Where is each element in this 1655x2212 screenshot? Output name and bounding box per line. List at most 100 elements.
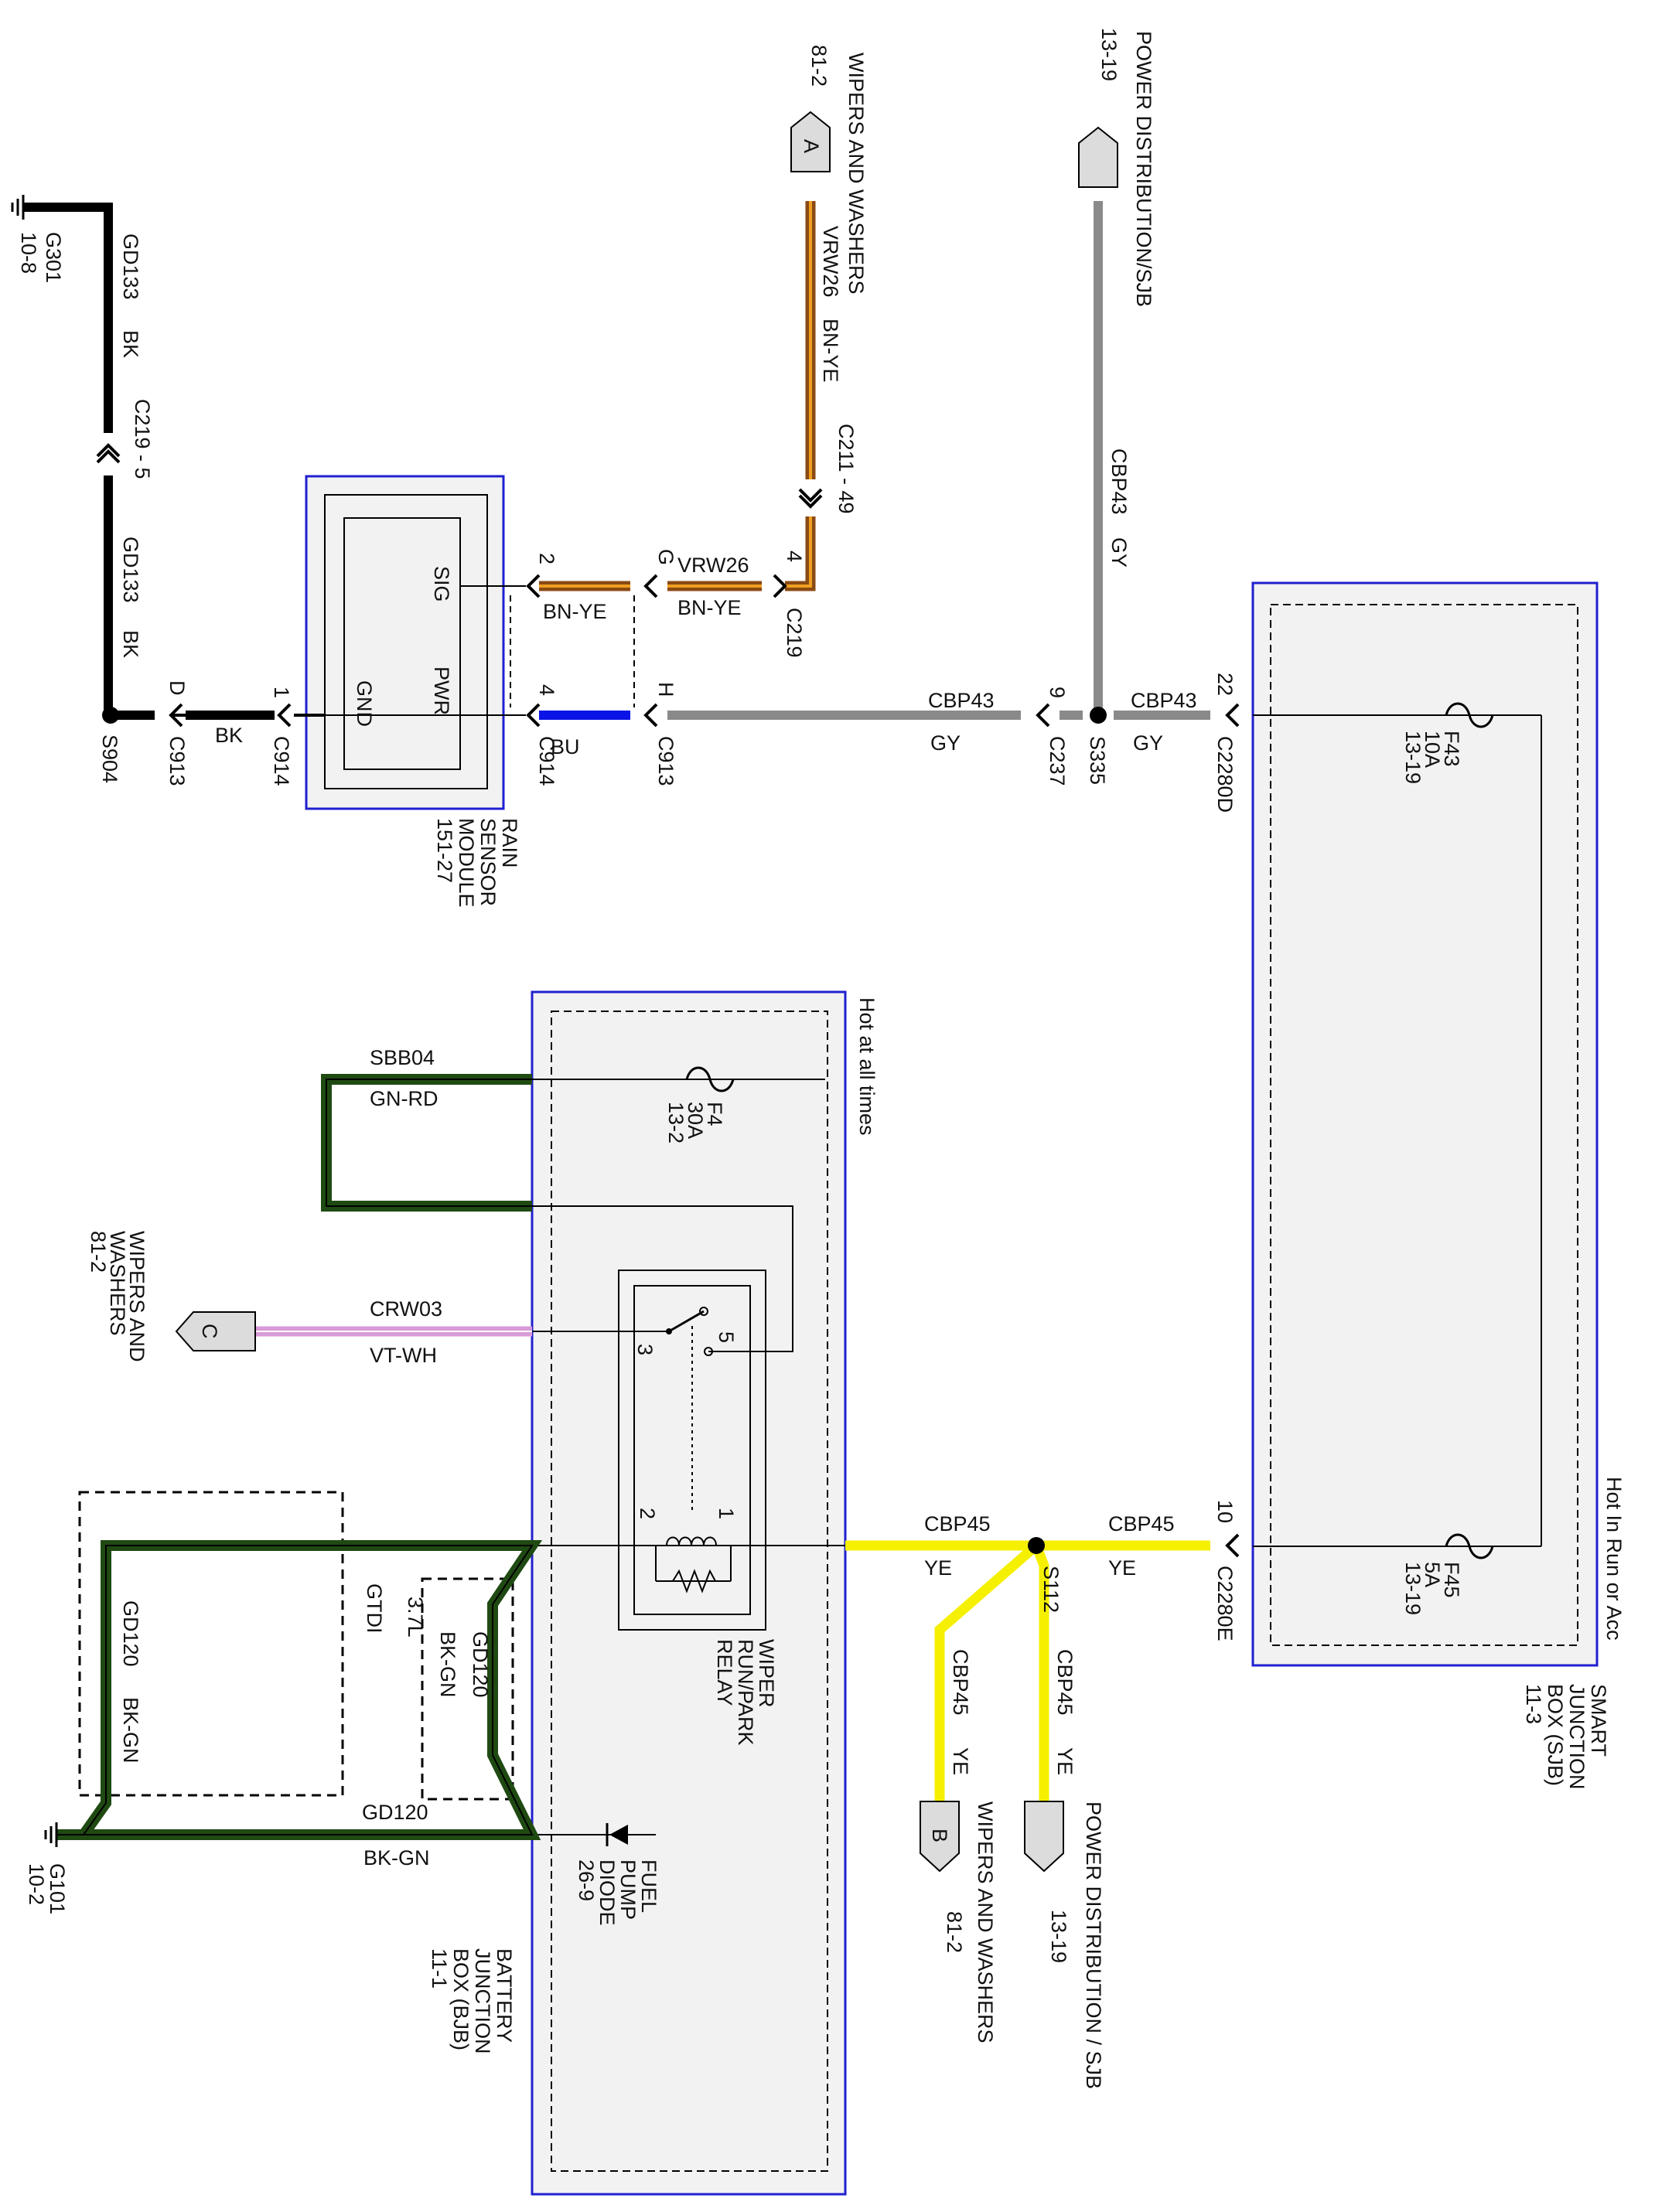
gd120-gtdi-engine: GTDI	[363, 1583, 386, 1634]
tag-a-letter: A	[800, 139, 823, 153]
diode-line2: PUMP	[616, 1859, 640, 1920]
cbp43-right-circuit: CBP43	[1131, 689, 1197, 712]
f45-page: 13-19	[1401, 1562, 1425, 1615]
37l-option-box	[421, 1577, 514, 1801]
fuse-f43-symbol	[1445, 702, 1494, 728]
wipers-b-title: WIPERS AND WASHERS	[974, 1801, 997, 2043]
gd133-bottom-color: BK	[119, 630, 142, 658]
s335-label: S335	[1086, 736, 1109, 785]
connector-c2280d-22	[1225, 703, 1240, 728]
vrw26-v-color: BN-YE	[819, 319, 842, 383]
relay-pin2: 2	[636, 1508, 659, 1519]
connector-c914-1	[277, 703, 292, 728]
wiper-relay-symbol	[618, 1270, 766, 1631]
bu-color: BU	[551, 735, 580, 758]
sig-pin: 2	[535, 553, 558, 564]
cbp45-left-color: YE	[924, 1556, 952, 1580]
sjb-title-line2: JUNCTION	[1565, 1684, 1588, 1790]
rsm-sig-label: SIG	[430, 566, 453, 602]
battery-junction-box	[531, 990, 847, 2196]
wipers-c-title2: WASHERS	[106, 1231, 129, 1336]
f4-name: F4	[703, 1102, 726, 1126]
conn-9-pin: 9	[1046, 687, 1069, 698]
connector-c913-g	[643, 574, 658, 598]
f4-page: 13-2	[664, 1102, 688, 1143]
gd120-gtdi-circuit: GD120	[119, 1600, 142, 1667]
relay-pin3: 3	[633, 1344, 657, 1355]
diode-page: 26-9	[575, 1859, 598, 1901]
wipers-a-page: 81-2	[807, 45, 831, 87]
ground-g101-symbol	[44, 1822, 58, 1847]
rsm-title-line1: RAIN	[498, 818, 521, 868]
gd120-37l-circuit: GD120	[469, 1631, 492, 1698]
pd-bottom-page: 13-19	[1047, 1910, 1070, 1963]
ground-g301-symbol	[11, 195, 25, 220]
cbp45-pd-color: YE	[1053, 1747, 1077, 1775]
gtdi-option-box	[78, 1491, 344, 1797]
bjb-title: BATTERY JUNCTION BOX (BJB) 11-1	[428, 1948, 516, 2054]
conn-1-name: C914	[270, 736, 293, 786]
conn-9-name: C237	[1046, 736, 1069, 786]
conn-h-name: C913	[654, 736, 677, 786]
tag-c-shape	[175, 1311, 256, 1351]
vrw26-h-color: BN-YE	[677, 596, 742, 619]
bjb-page: 11-1	[428, 1948, 451, 1989]
relay-pin5: 5	[715, 1331, 738, 1343]
diode-line1: FUEL	[637, 1859, 660, 1913]
cbp43-right-color: GY	[1133, 731, 1163, 755]
fuel-pump-diode-symbol	[606, 1823, 628, 1846]
connector-c914-4	[526, 703, 541, 728]
wipers-c-title1: WIPERS AND	[125, 1231, 148, 1362]
cbp45-b-color: YE	[949, 1747, 972, 1775]
splice-s335-dot	[1090, 707, 1107, 724]
sjb-title: SMART JUNCTION BOX (SJB) 11-3	[1522, 1684, 1610, 1790]
tag-power-bottom-shape	[1024, 1801, 1064, 1873]
vrw26-h-circuit: VRW26	[677, 554, 749, 577]
tag-c-letter: C	[198, 1324, 221, 1339]
wipers-b-page: 81-2	[943, 1911, 966, 1953]
gd133-top-circuit: GD133	[119, 233, 142, 300]
pd-top-page: 13-19	[1097, 28, 1121, 81]
fuse-f4-symbol	[685, 1066, 735, 1092]
connector-c219-5	[96, 443, 121, 464]
wire-cbp43	[667, 201, 1210, 720]
rain-sensor-module-box	[305, 475, 505, 810]
fuse-f45-symbol	[1445, 1533, 1494, 1559]
cbp43-up-circuit: CBP43	[1107, 448, 1131, 515]
wire-gd120	[56, 1540, 543, 1840]
splice-s904-dot	[102, 707, 119, 724]
connector-c237-9	[1036, 703, 1050, 728]
f45-rating: 5A	[1421, 1562, 1444, 1587]
g101-page: 10-2	[25, 1863, 48, 1905]
splice-s112-dot	[1028, 1537, 1045, 1554]
conn-g-pin: G	[654, 549, 677, 565]
s112-label: S112	[1039, 1566, 1063, 1613]
f45-name: F45	[1440, 1562, 1463, 1598]
c219-4-pin: 4	[783, 550, 806, 562]
s904-label: S904	[98, 734, 121, 783]
conn-10-pin: 10	[1213, 1500, 1237, 1523]
g301-id: G301	[42, 232, 65, 283]
tag-b-letter: B	[928, 1829, 951, 1842]
smart-junction-box	[1251, 581, 1599, 1667]
cbp45-b-circuit: CBP45	[949, 1649, 972, 1716]
f43-rating: 10A	[1421, 731, 1444, 768]
conn-10-name: C2280E	[1213, 1566, 1237, 1641]
wire-cbp45	[845, 1540, 1210, 1801]
sjb-page: 11-3	[1522, 1684, 1545, 1724]
c219-5-label: C219 - 5	[131, 399, 154, 479]
conn-d-name: C913	[166, 736, 189, 786]
sjb-title-line3: BOX (SJB)	[1544, 1684, 1567, 1786]
pd-top-title: POWER DISTRIBUTION/SJB	[1132, 31, 1155, 307]
cbp45-right-color: YE	[1108, 1556, 1136, 1580]
conn-d-pin: D	[166, 680, 189, 696]
g101-id: G101	[46, 1863, 69, 1914]
sig-wire-color: BN-YE	[543, 600, 607, 623]
rsm-pwr-label: PWR	[430, 666, 453, 715]
bjb-hot-label: Hot at all times	[855, 997, 879, 1136]
connector-c914-2	[526, 574, 541, 598]
c219-4-name: C219	[783, 608, 806, 658]
gd133-bottom-circuit: GD133	[119, 537, 142, 603]
wire-sbb04	[321, 1074, 532, 1212]
